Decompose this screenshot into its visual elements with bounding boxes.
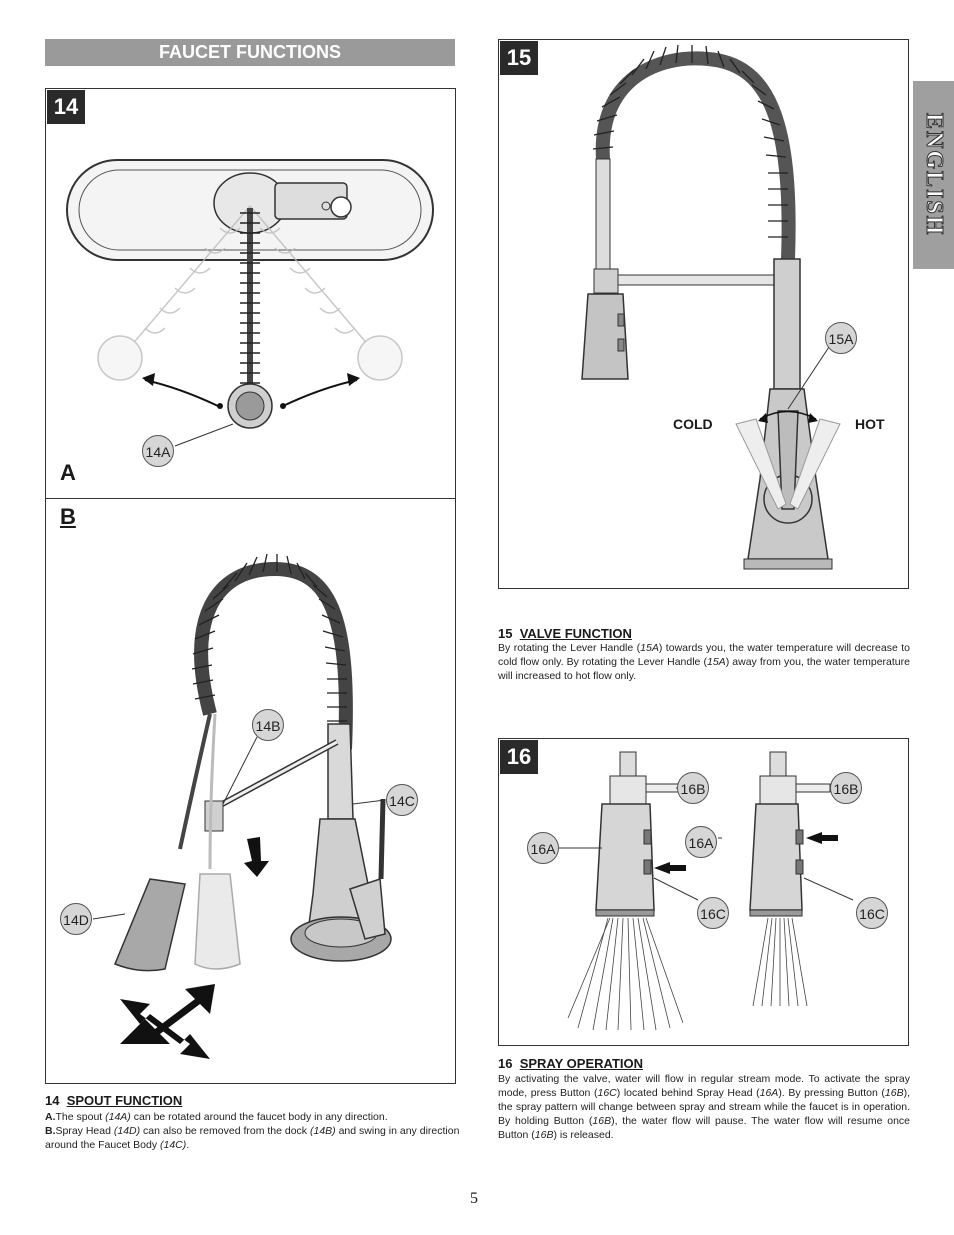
callout-14d: 14D	[60, 903, 92, 935]
caption-14-b-ref-3: (14C)	[160, 1139, 187, 1151]
language-tab: ENGLISH	[913, 81, 954, 269]
caption-16-heading: 16 SPRAY OPERATION	[498, 1056, 643, 1071]
callout-14c: 14C	[386, 784, 418, 816]
figure-14a-illustration	[66, 159, 434, 447]
caption-14-line-a: A.The spout (14A) can be rotated around …	[45, 1110, 460, 1124]
label-cold: COLD	[673, 416, 713, 432]
callout-16a-left: 16A	[527, 832, 559, 864]
caption-14-a-label: A.	[45, 1111, 56, 1123]
caption-14-b-text-3: and swing in any direction around the Fa…	[45, 1125, 460, 1151]
callout-16c-right: 16C	[856, 897, 888, 929]
caption-16-ref-1: 16C	[597, 1087, 617, 1099]
caption-16-text-1: By activating the valve, water will flow…	[498, 1073, 910, 1099]
figure-14-sub-b: B	[60, 504, 76, 529]
caption-16-ref-2: 16A	[759, 1087, 779, 1099]
caption-14-line-b: B.Spray Head (14D) can also be removed f…	[45, 1124, 460, 1152]
caption-16-text-2: ) located behind Spray Head (	[616, 1087, 760, 1099]
caption-15-ref-2: 15A	[707, 656, 726, 668]
figure-14-number: 14	[47, 90, 85, 124]
caption-14-a-text: The spout	[55, 1111, 106, 1123]
caption-16-text-4: ), the spray pattern will change between…	[498, 1087, 910, 1127]
label-hot: HOT	[855, 416, 885, 432]
caption-15-title: VALVE FUNCTION	[519, 626, 632, 641]
caption-15-ref-1: 15A	[640, 642, 659, 654]
caption-16-text-6: ) is released.	[553, 1129, 614, 1141]
callout-14b: 14B	[252, 709, 284, 741]
section-title: FAUCET FUNCTIONS	[45, 39, 455, 66]
caption-16-ref-4: 16B	[592, 1115, 612, 1127]
caption-16-text-5: ), the water flow will pause. The water …	[498, 1115, 910, 1141]
callout-16b-right: 16B	[830, 772, 862, 804]
caption-16-ref-3: 16B	[884, 1087, 904, 1099]
page-number: 5	[470, 1190, 478, 1207]
figure-15	[498, 39, 909, 589]
caption-14-b-ref: (14D)	[113, 1125, 141, 1137]
caption-14-b-text-2: can also be removed from the dock	[140, 1125, 310, 1137]
caption-15-body: By rotating the Lever Handle (15A) towar…	[498, 641, 910, 683]
caption-15-text-3: ) away from you, the water temperature w…	[498, 656, 910, 682]
caption-16-body: By activating the valve, water will flow…	[498, 1072, 910, 1142]
caption-16-title: SPRAY OPERATION	[519, 1056, 643, 1071]
caption-14-a-ref: (14A)	[105, 1111, 131, 1123]
caption-14-title: SPOUT FUNCTION	[66, 1093, 183, 1108]
callout-16b-left: 16B	[677, 772, 709, 804]
figure-15-number: 15	[500, 41, 538, 75]
figure-15-illustration	[581, 44, 841, 570]
figure-16-illustration	[558, 751, 854, 1031]
caption-15-heading: 15 VALVE FUNCTION	[498, 626, 632, 641]
caption-14-b-text: Spray Head	[55, 1125, 114, 1137]
figure-14-sub-a: A	[60, 460, 76, 485]
caption-14-a-text-2: can be rotated around the faucet body in…	[130, 1111, 388, 1123]
callout-16c-left: 16C	[697, 897, 729, 929]
figure-16-number: 16	[500, 740, 538, 774]
caption-14-body: A.The spout (14A) can be rotated around …	[45, 1110, 460, 1152]
caption-14-number: 14	[45, 1093, 60, 1108]
figure-14-divider	[45, 498, 456, 499]
callout-16a-right: 16A	[685, 826, 717, 858]
caption-15-text-2: ) towards you, the water temperature wil…	[498, 642, 910, 668]
caption-16-ref-5: 16B	[534, 1129, 554, 1141]
caption-16-text-3: ). By pressing Button (	[778, 1087, 885, 1099]
caption-14-heading: 14 SPOUT FUNCTION	[45, 1093, 182, 1108]
caption-14-b-text-4: .	[186, 1139, 190, 1151]
caption-15-text-1: By rotating the Lever Handle (	[498, 642, 641, 654]
callout-15a: 15A	[825, 322, 857, 354]
caption-14-b-ref-2: (14B)	[309, 1125, 336, 1137]
callout-14a: 14A	[142, 435, 174, 467]
caption-16-number: 16	[498, 1056, 513, 1071]
caption-14-b-label: B.	[45, 1125, 56, 1137]
language-tab-label: ENGLISH	[921, 113, 948, 237]
caption-15-number: 15	[498, 626, 513, 641]
figure-14b-illustration	[92, 553, 392, 1059]
